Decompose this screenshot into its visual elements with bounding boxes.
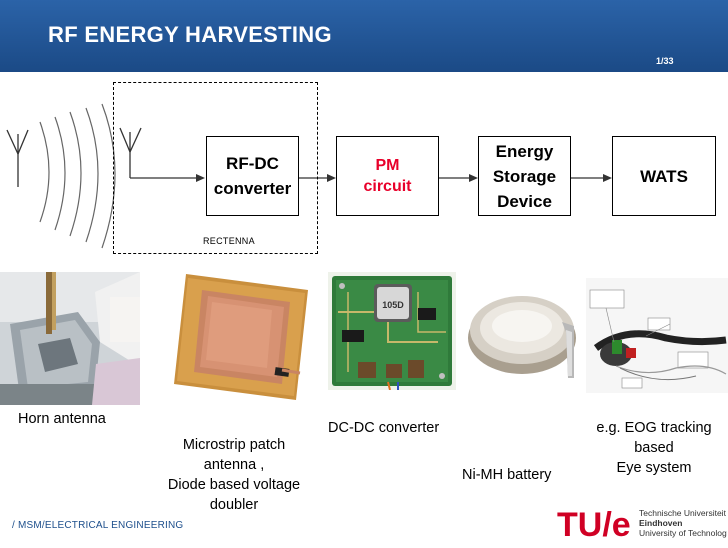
ni-mh-battery-photo	[466, 282, 580, 382]
rf-dc-converter-block: RF-DC converter	[206, 136, 299, 216]
slide-number: 1/33	[656, 56, 674, 66]
microstrip-patch-photo	[172, 272, 312, 402]
rectenna-label: RECTENNA	[203, 236, 255, 246]
dc-dc-converter-photo: 105D	[328, 272, 456, 390]
title-bar	[0, 0, 728, 72]
horn-antenna-caption: Horn antenna	[18, 411, 106, 427]
tue-logo: TU/e Technische Universiteit Eindhoven U…	[557, 503, 728, 544]
rectenna-boundary	[113, 82, 318, 254]
eog-system-caption: e.g. EOG tracking based Eye system	[596, 420, 712, 476]
microstrip-patch-caption: Microstrip patch antenna , Diode based v…	[167, 437, 301, 513]
logo-line-1: Technische Universiteit	[639, 508, 727, 518]
receive-antenna-icon	[119, 127, 198, 179]
battery-caption: Ni-MH battery	[462, 467, 552, 483]
radio-waves-icon	[39, 103, 116, 249]
logo-mark: TU/e	[557, 506, 631, 543]
footer-department: / MSM/ELECTRICAL ENGINEERING	[12, 520, 184, 531]
logo-line-2: Eindhoven	[639, 518, 682, 528]
wats-block: WATS	[612, 136, 716, 216]
transmit-antenna-icon	[6, 129, 29, 187]
dc-dc-converter-caption: DC-DC converter	[328, 420, 440, 436]
energy-storage-block: Energy Storage Device	[478, 136, 571, 216]
horn-antenna-photo	[0, 272, 140, 405]
slide-title: RF ENERGY HARVESTING	[48, 22, 332, 47]
pm-circuit-block: PM circuit	[336, 136, 439, 216]
logo-line-3: University of Technology	[639, 528, 727, 538]
chip-label: 105D	[382, 300, 404, 310]
eog-eye-system-photo	[586, 278, 728, 393]
block-diagram-lines	[6, 103, 612, 249]
